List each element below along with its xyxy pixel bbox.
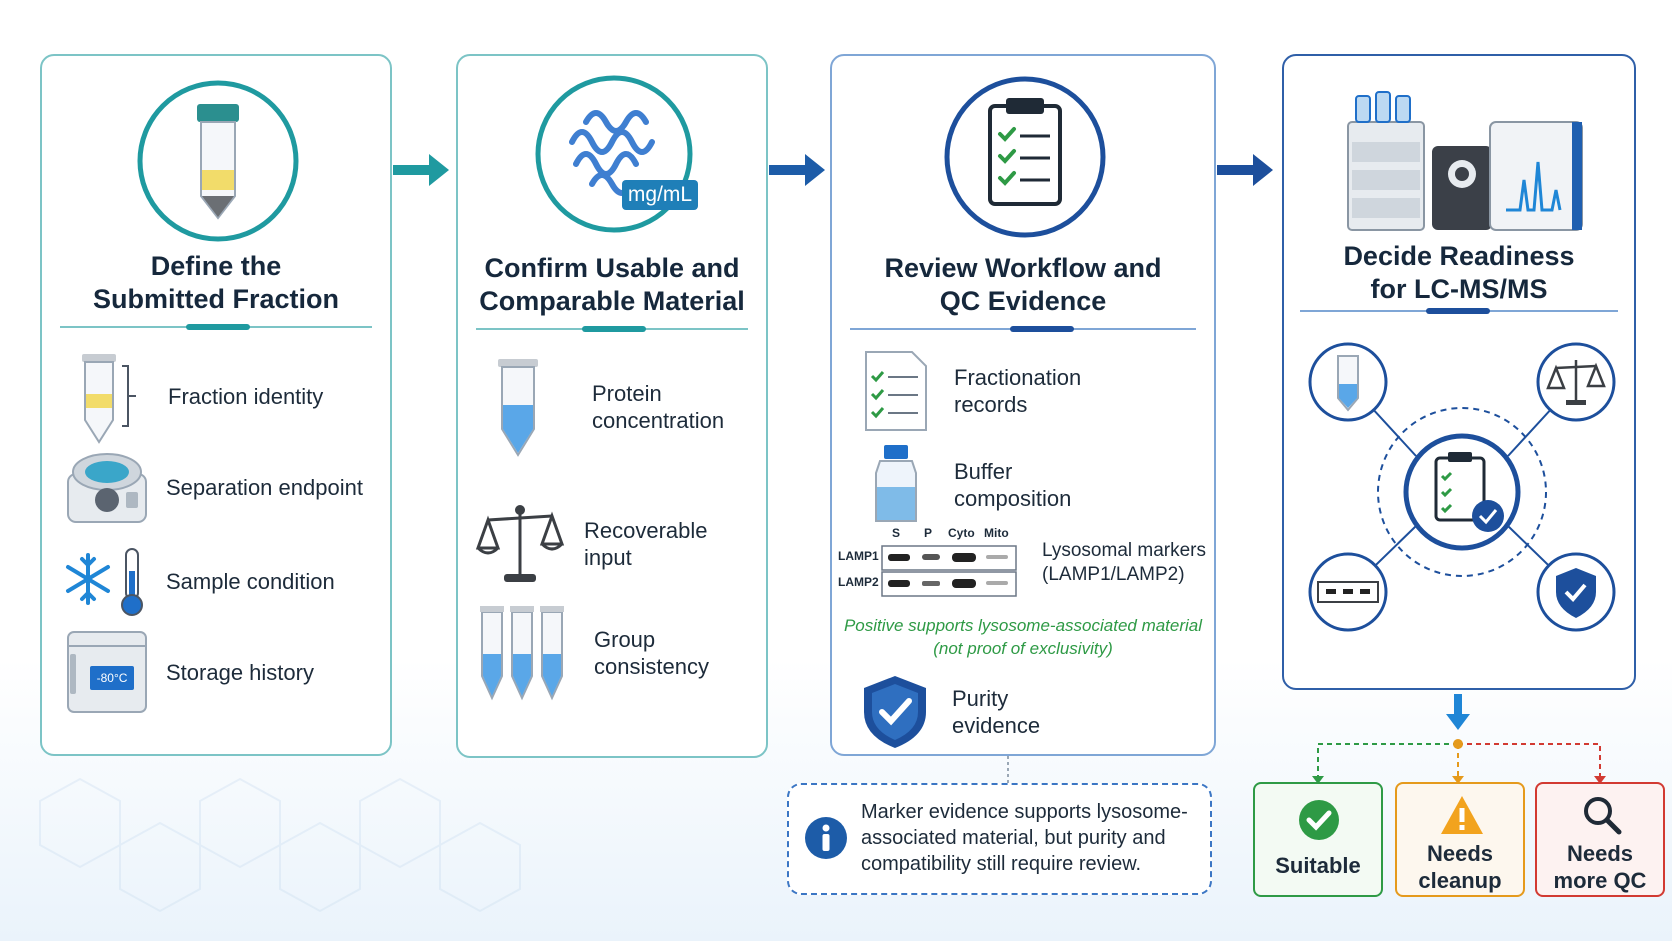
outcome-label: Needs cleanup: [1418, 841, 1502, 893]
item-storage-history: -80°C Storage history: [64, 624, 314, 720]
item-purity-evidence: Purity evidence: [860, 672, 1040, 752]
panel-review-qc: Review Workflow and QC Evidence Fraction…: [830, 54, 1216, 756]
balance-scale-icon: [475, 505, 565, 582]
panel-define-fraction: Define the Submitted Fraction Fraction i…: [40, 54, 392, 756]
check-circle-icon: [1299, 800, 1339, 840]
test-tube-icon: [137, 80, 299, 242]
blot-lane-label: P: [924, 526, 933, 540]
flow-arrow-icon: [769, 154, 825, 186]
item-protein-concentration: Protein concentration: [488, 352, 724, 462]
item-fraction-identity: Fraction identity: [72, 346, 323, 446]
info-note: Marker evidence supports lysosome-associ…: [787, 783, 1212, 895]
panel-title: Define the Submitted Fraction: [92, 251, 339, 314]
blot-lane-labels: S P Cyto Mito: [882, 526, 1016, 542]
outcome-branch-connector: [1312, 694, 1606, 784]
tube-set-icon: [480, 606, 564, 701]
item-separation-endpoint: Separation endpoint: [64, 442, 363, 532]
outcome-needs-cleanup: Needs cleanup: [1395, 782, 1525, 897]
item-label: Group consistency: [594, 627, 709, 679]
panel-title: Decide Readiness for LC-MS/MS: [1343, 241, 1575, 304]
document-checklist-icon: [865, 351, 927, 431]
western-blot: [881, 545, 1017, 597]
panel-title: Confirm Usable and Comparable Material: [479, 253, 745, 316]
item-label: Sample condition: [166, 568, 335, 594]
info-icon: [805, 817, 847, 859]
blot-caption: Positive supports lysosome-associated ma…: [843, 616, 1203, 658]
outcome-label: Needs more QC: [1553, 841, 1647, 893]
magnifier-icon: [1584, 797, 1622, 835]
note-connector: [1007, 756, 1009, 784]
panel-confirm-material: mg/mL Confirm Usable and Comparable Mate…: [456, 54, 768, 758]
item-label: Fraction identity: [168, 383, 324, 409]
item-recoverable-input: Recoverable input: [474, 496, 708, 592]
freezer-display: -80°C: [90, 666, 134, 690]
item-group-consistency: Group consistency: [476, 598, 709, 708]
title-divider: [850, 326, 1196, 332]
tube-bracket-icon: [82, 354, 136, 444]
panel-title: Review Workflow and QC Evidence: [884, 253, 1162, 316]
item-fractionation-records: Fractionation records: [860, 346, 1081, 436]
blot-lane-label: S: [892, 526, 901, 540]
title-divider: [1300, 308, 1618, 314]
hexagon-background: [39, 777, 521, 913]
title-divider: [60, 324, 372, 330]
blot-row-label: LAMP2: [838, 575, 879, 589]
lc-ms-instrument-icon: [1347, 91, 1583, 231]
item-label: Storage history: [166, 659, 314, 685]
flow-arrow-icon: [1217, 154, 1273, 186]
note-text: Marker evidence supports lysosome-associ…: [861, 801, 1188, 875]
concentration-badge: mg/mL: [622, 180, 698, 210]
snowflake-thermometer-icon: [66, 548, 143, 616]
buffer-bottle-icon: [875, 445, 917, 522]
outcome-label: Suitable: [1275, 853, 1361, 878]
centrifuge-icon: [67, 453, 147, 523]
blot-marker-label: Lysosomal markers (LAMP1/LAMP2): [1042, 540, 1207, 585]
item-label: Purity evidence: [952, 686, 1041, 738]
item-sample-condition: Sample condition: [64, 536, 335, 626]
outcome-needs-more-qc: Needs more QC: [1535, 782, 1665, 897]
outcome-suitable: Suitable: [1253, 782, 1383, 897]
blot-row-label: LAMP1: [838, 549, 879, 563]
panel-decide-readiness: Decide Readiness for LC-MS/MS: [1282, 54, 1636, 690]
flow-arrow-icon: [393, 154, 449, 186]
item-buffer-composition: Buffer composition: [866, 440, 1071, 530]
item-label: Buffer composition: [954, 459, 1072, 511]
readiness-network: [1308, 342, 1616, 632]
item-label: Recoverable input: [584, 518, 708, 570]
protein-icon-wrap: mg/mL: [532, 72, 702, 242]
item-label: Protein concentration: [592, 381, 725, 433]
protein-structure-icon: [535, 75, 693, 233]
title-divider: [476, 326, 748, 332]
freezer-icon: -80°C: [64, 626, 150, 718]
blot-lane-label: Mito: [984, 526, 1009, 540]
blot-lane-label: Cyto: [948, 526, 975, 540]
blue-tube-icon: [498, 359, 538, 457]
shield-check-icon: [864, 676, 926, 748]
clipboard-checklist-icon: [944, 76, 1106, 238]
item-label: Separation endpoint: [166, 474, 363, 500]
warning-icon: [1441, 796, 1483, 834]
item-label: Fractionation records: [954, 365, 1082, 417]
